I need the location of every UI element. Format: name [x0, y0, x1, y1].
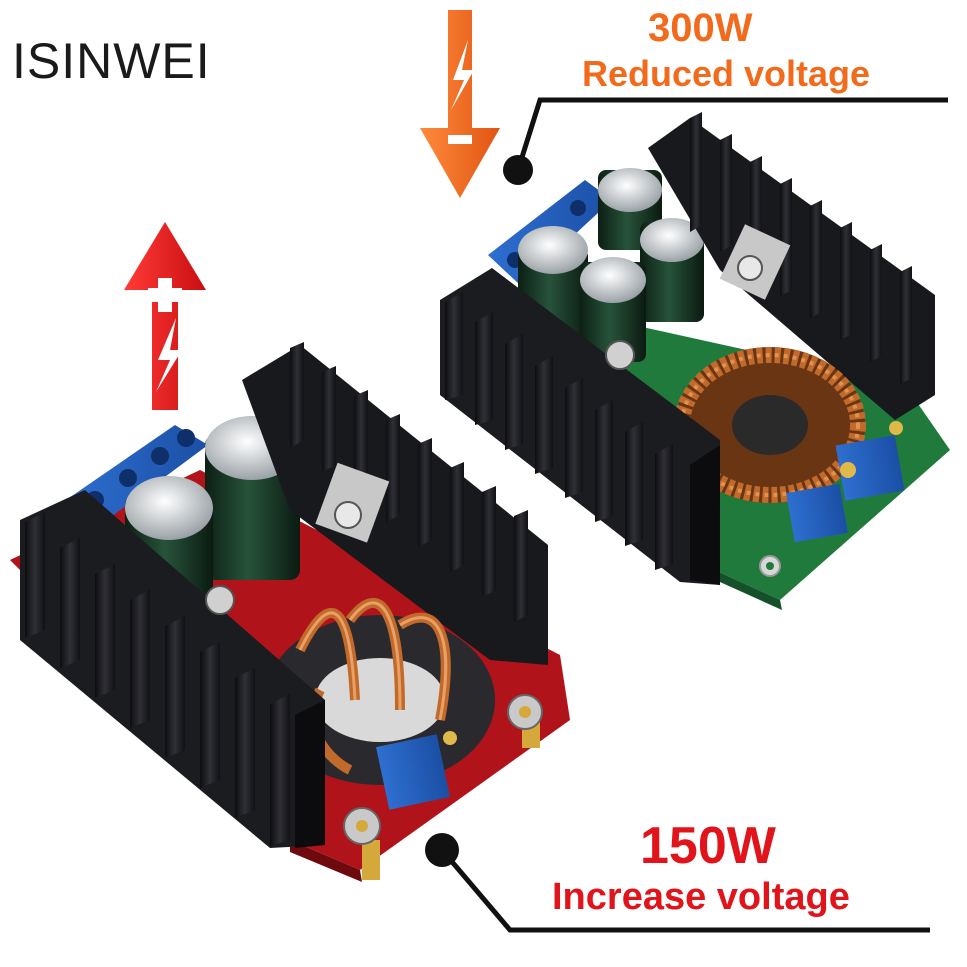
- top-description-label: Reduced voltage: [582, 53, 871, 94]
- step-down-module: [440, 112, 950, 610]
- toroid-inductor: [674, 347, 866, 503]
- capacitors: [518, 168, 704, 362]
- down-arrow-lightning-minus-icon: [420, 10, 500, 198]
- rear-heatsink: [242, 342, 548, 665]
- trimmer-potentiometer: [835, 435, 905, 501]
- brand-logo: ISINWEI: [12, 33, 211, 89]
- front-heatsink: [20, 490, 325, 848]
- top-power-label: 300W: [648, 6, 753, 50]
- bottom-power-label: 150W: [640, 817, 776, 875]
- trimmer-potentiometer: [376, 734, 450, 810]
- step-up-module: [10, 342, 570, 882]
- up-arrow-lightning-plus-icon: [124, 222, 206, 410]
- bottom-description-label: Increase voltage: [552, 876, 850, 918]
- front-heatsink: [440, 268, 720, 585]
- trimmer-potentiometer: [786, 483, 848, 543]
- top-callout-pointer: [503, 97, 948, 185]
- rear-heatsink: [648, 112, 935, 420]
- bottom-callout-pointer: [425, 833, 930, 933]
